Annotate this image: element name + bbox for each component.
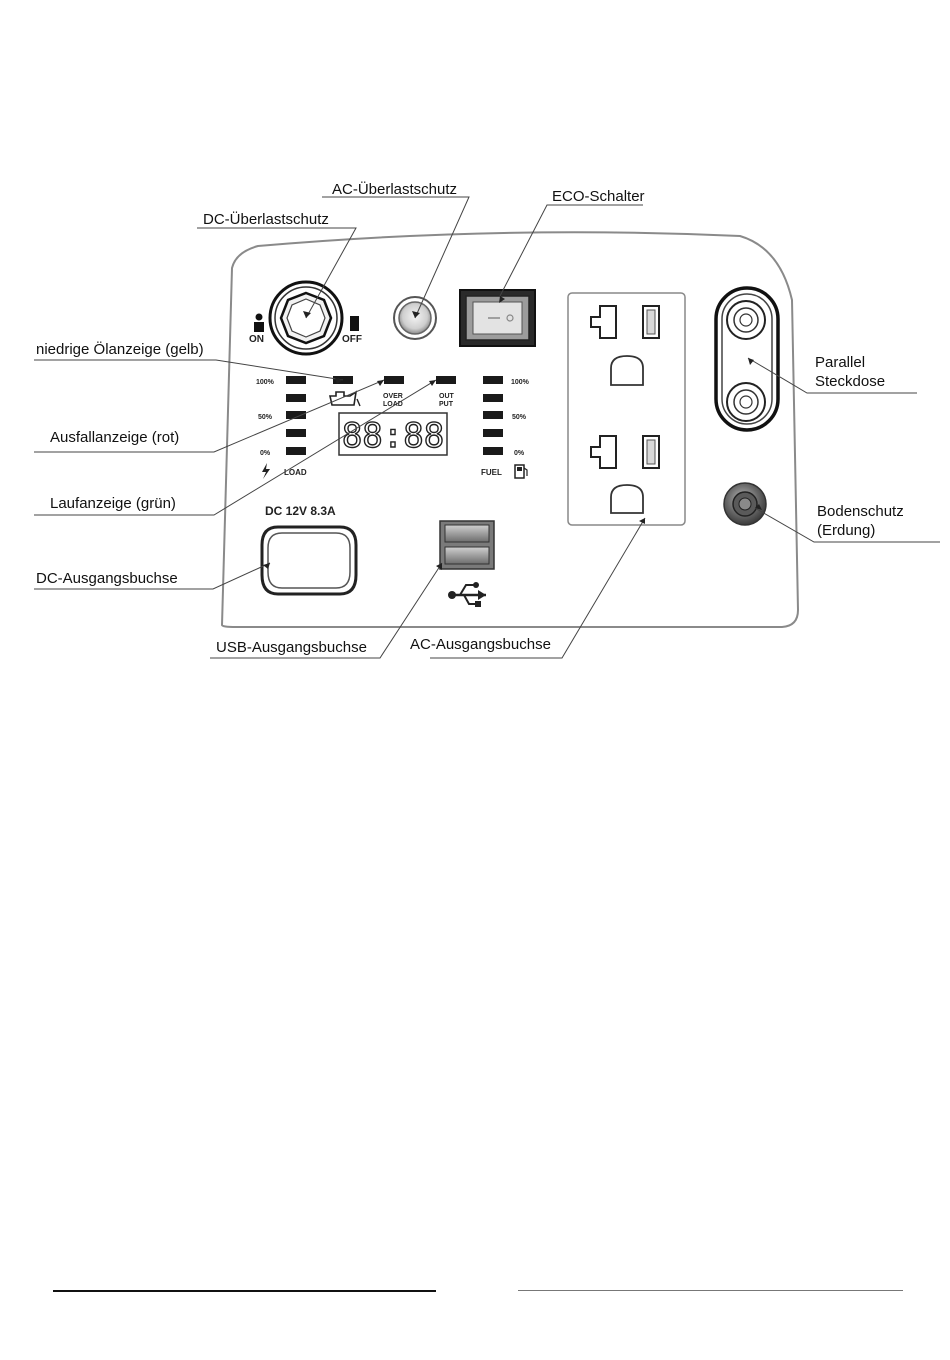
overload-indicator <box>384 376 404 384</box>
load-level-bar <box>286 394 306 402</box>
over-label: OVER <box>383 393 403 400</box>
footer-divider-right <box>518 1290 903 1291</box>
parallel-callout-line2: Steckdose <box>815 373 885 390</box>
parallel-callout-line1: Parallel <box>815 354 865 371</box>
fuel-level-bar <box>483 429 503 437</box>
footer-divider-left <box>53 1290 436 1292</box>
ac-output-callout: AC-Ausgangsbuchse <box>410 636 551 653</box>
fuel-0-label: 0% <box>514 450 525 457</box>
fuel-label: FUEL <box>481 468 502 477</box>
dc-overload-callout: DC-Überlastschutz <box>203 210 329 228</box>
fuel-level-bar <box>483 376 503 384</box>
out-label: OUT <box>439 393 455 400</box>
ac-overload-callout: AC-Überlastschutz <box>332 180 457 198</box>
dc-output-socket[interactable] <box>262 527 356 594</box>
load-label: LOAD <box>284 468 307 477</box>
ground-callout-line1: Bodenschutz <box>817 503 904 520</box>
output-indicator <box>436 376 456 384</box>
put-label: PUT <box>439 401 454 408</box>
ground-callout-line2: (Erdung) <box>817 522 875 539</box>
load-level-bar <box>286 447 306 455</box>
digital-display: 88:88 <box>339 413 447 456</box>
on-label: ON <box>249 334 264 345</box>
running-callout: Laufanzeige (grün) <box>50 495 176 512</box>
load-level-bar <box>286 376 306 384</box>
fuel-level-bar <box>483 394 503 402</box>
load-50-label: 50% <box>258 414 273 421</box>
off-indicator-icon <box>350 316 359 331</box>
dc-rating-label: DC 12V 8.3A <box>265 504 336 518</box>
load-100-label: 100% <box>256 379 275 386</box>
load-level-bar <box>286 429 306 437</box>
eco-switch-callout: ECO-Schalter <box>552 188 645 205</box>
display-digits: 88:88 <box>342 416 444 456</box>
fuel-level-bar <box>483 411 503 419</box>
fuel-100-label: 100% <box>511 379 530 386</box>
ground-terminal[interactable] <box>724 483 766 525</box>
dc-output-callout: DC-Ausgangsbuchse <box>36 570 178 587</box>
fuel-50-label: 50% <box>512 414 527 421</box>
load-0-label: 0% <box>260 450 271 457</box>
parallel-socket[interactable] <box>716 288 778 430</box>
fuel-level-bar <box>483 447 503 455</box>
fault-callout: Ausfallanzeige (rot) <box>50 429 179 446</box>
usb-output-socket[interactable] <box>440 521 494 569</box>
usb-output-callout: USB-Ausgangsbuchse <box>216 639 367 656</box>
eco-switch[interactable] <box>460 290 535 346</box>
off-label: OFF <box>342 334 362 345</box>
low-oil-callout: niedrige Ölanzeige (gelb) <box>36 340 204 358</box>
